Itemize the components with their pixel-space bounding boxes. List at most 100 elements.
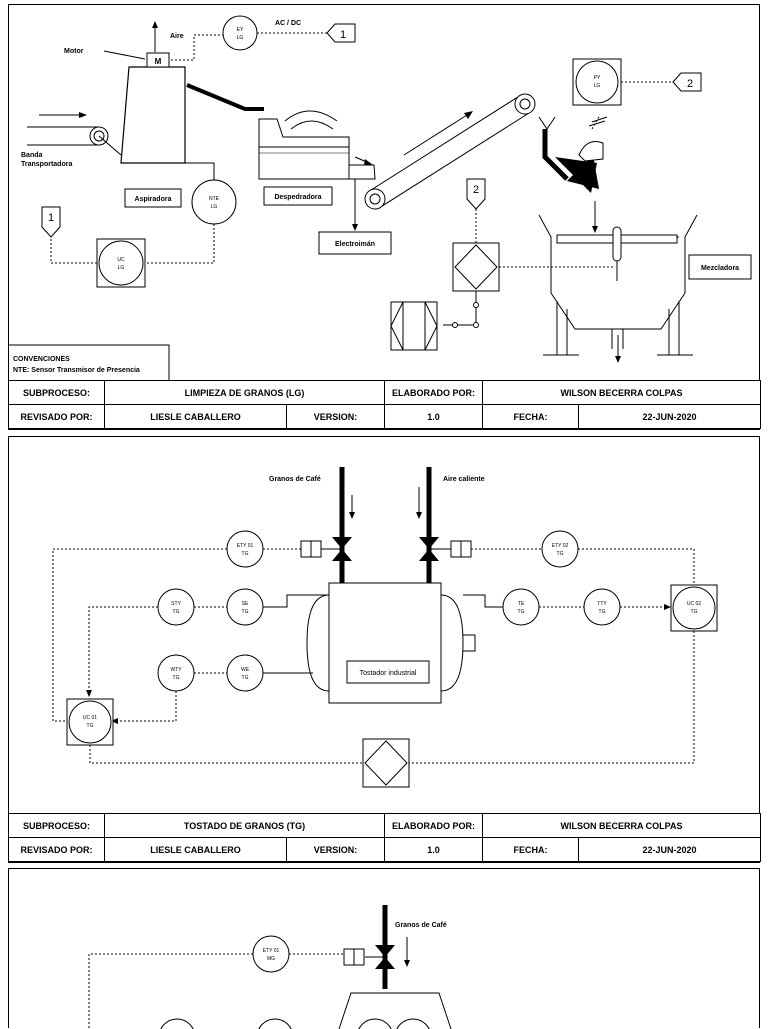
valve-body-right (567, 155, 599, 189)
version-value: 1.0 (384, 404, 484, 429)
tty-to-uc02-arrow (664, 604, 671, 610)
tostador-body (328, 582, 442, 704)
duct (186, 83, 264, 111)
aire-valve-top (419, 537, 439, 549)
conventions-nte: NTE: Sensor Transmisor de Presencia (13, 367, 140, 374)
aire-caliente-label: Aire caliente (443, 476, 485, 483)
flag-2-right (672, 72, 702, 92)
ey-tag: EY (237, 27, 244, 33)
ey-instrument (222, 15, 258, 51)
node-2 (473, 322, 479, 328)
se-loop: TG (242, 609, 249, 615)
electroiman-label: Electroimán (335, 241, 375, 248)
valve-actuator (578, 141, 604, 162)
feed-down-arrow (592, 226, 598, 233)
conveyor-bottom (378, 112, 530, 209)
conveyor-roller-low-inner (369, 193, 381, 205)
uc02-controller (672, 586, 716, 630)
granos-label: Granos de Café (269, 476, 321, 483)
tostador-box (346, 660, 430, 684)
logic-box (452, 242, 500, 292)
logic-diamond-2 (364, 740, 408, 786)
diagram-panel-tostado: Granos de Café Aire caliente Tostador in… (8, 436, 762, 863)
despedradora-box (263, 186, 333, 206)
conveyor-roller-high (514, 93, 536, 115)
ety01-to-uc01 (52, 548, 227, 722)
aire-label: Aire (170, 33, 184, 40)
flag-2-left-label: 2 (473, 184, 479, 196)
mezcladora-agitator (612, 226, 622, 262)
granos-valve-bottom (332, 549, 352, 561)
elaborado-value: WILSON BECERRA COLPAS (482, 813, 762, 838)
py-to-valve-line (591, 114, 601, 130)
tostador-outlet (463, 634, 476, 652)
uc01-tag: UC 01 (83, 715, 97, 721)
te-instrument (502, 588, 540, 626)
flag-2-left (466, 178, 486, 210)
tostador-cap-right (440, 594, 464, 692)
fecha-label: FECHA: (482, 837, 580, 862)
vibration-arc-2 (290, 120, 334, 130)
banda-feed-line (98, 135, 122, 156)
py-signal-hash-2 (588, 120, 606, 127)
motor-box-label: M (155, 57, 162, 66)
diagram-panel-3: Granos de Café ETY 01 MG (8, 868, 760, 1029)
conveyor-roller-high-inner (519, 98, 531, 110)
ety01-tag: ETY 01 (237, 543, 254, 549)
aire-arrow (152, 21, 158, 28)
aire-valve-bottom (419, 549, 439, 561)
nte-to-uc-line (145, 224, 215, 264)
funnel (538, 116, 556, 130)
uc02-to-logic (409, 631, 695, 764)
subproceso-value: LIMPIEZA DE GRANOS (LG) (103, 380, 386, 405)
p3-instrument-a (160, 1018, 194, 1029)
flag-1-left (41, 206, 61, 238)
py-signal-hash-1 (591, 116, 608, 123)
nte-loop: LG (211, 204, 218, 210)
subproceso-value: TOSTADO DE GRANOS (TG) (103, 813, 386, 838)
tty-loop: TG (599, 609, 606, 615)
mezcladora-vessel (538, 214, 698, 330)
te-loop: TG (518, 609, 525, 615)
se-process (263, 594, 329, 608)
flag-1-top (326, 23, 356, 43)
conveyor-direction-arrow (464, 111, 473, 119)
version-label: VERSION: (285, 837, 386, 862)
we-tag: WE (241, 667, 250, 673)
conveyor-direction-line (403, 114, 468, 156)
feed-pipe (542, 129, 569, 181)
we-loop: TG (242, 675, 249, 681)
aire-flow-arrow (416, 512, 422, 519)
ety01-instrument (226, 530, 264, 568)
py-tag: PY (594, 75, 601, 81)
electroiman-arrow (352, 224, 358, 231)
te-tag: TE (518, 601, 525, 607)
se-instrument (226, 588, 264, 626)
despedradora-label: Despedradora (274, 194, 321, 201)
title-block-row-1: SUBPROCESO: LIMPIEZA DE GRANOS (LG) ELAB… (8, 380, 762, 405)
p3-valve-top (375, 945, 395, 957)
granos-valve-top (332, 537, 352, 549)
uc01-controller (68, 700, 112, 744)
revisado-value: LIESLE CABALLERO (104, 837, 287, 862)
p3-granos-label: Granos de Café (395, 922, 447, 929)
tty-tag: TTY (597, 601, 607, 607)
despedradora-chute (348, 164, 376, 180)
subproceso-label: SUBPROCESO: (8, 380, 105, 405)
tostador-label: Tostador industrial (360, 670, 417, 677)
ey-loop: LG (237, 35, 244, 41)
nte-tag: NTE (209, 196, 220, 202)
p3-ety01-signal (88, 953, 253, 1029)
wty-to-uc01-arrow (111, 718, 118, 724)
banda-direction-arrow (79, 112, 87, 118)
py-instrument (575, 60, 619, 104)
elaborado-label: ELABORADO POR: (384, 813, 484, 838)
conveyor-roller-low (364, 188, 386, 210)
conventions-title: CONVENCIONES (13, 356, 70, 363)
flag-2-right-label: 2 (687, 78, 693, 90)
wty-to-uc01 (117, 691, 177, 722)
p3-instrument-d (396, 1018, 430, 1029)
sty-instrument (157, 588, 195, 626)
banda-label: Banda (21, 152, 43, 159)
node-3 (452, 322, 458, 328)
